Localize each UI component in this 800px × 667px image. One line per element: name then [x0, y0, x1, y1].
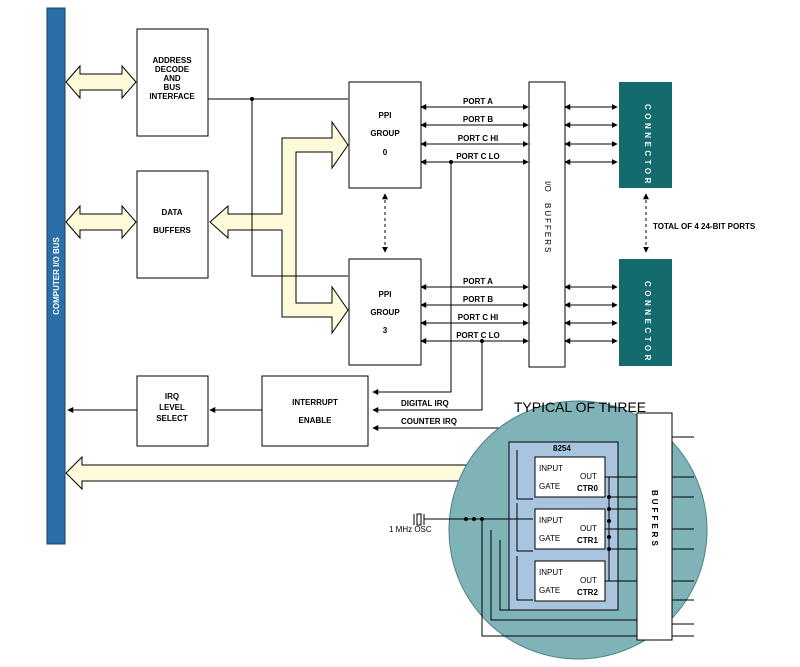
ctr0-name: CTR0 [577, 484, 598, 493]
connector-bottom-label: CONNECTOR [643, 281, 652, 364]
ppi3-line-3: 3 [383, 326, 388, 335]
io-buffers-block [528, 81, 566, 368]
irq-line-3: SELECT [156, 414, 188, 423]
junction-dot [480, 339, 484, 343]
counter-ctr2: INPUT GATE OUT CTR2 [516, 556, 606, 602]
io-buffers-label: I/O [543, 181, 552, 192]
counter-buffers-block [636, 412, 673, 641]
irq-line-2: LEVEL [159, 403, 185, 412]
connector-bottom [619, 259, 672, 366]
interrupt-line-2: ENABLE [299, 416, 333, 425]
data-buffers-block [136, 170, 209, 279]
counter-output-lines [605, 476, 637, 582]
buffer-output-lines [672, 436, 694, 637]
ctr1-out: OUT [580, 524, 597, 533]
address-decode-block [136, 28, 209, 137]
oscillator: 1 MHz OSC [389, 513, 637, 637]
port-b-top: PORT B [463, 115, 493, 124]
ctr1-gate: GATE [539, 534, 560, 543]
ctr2-gate: GATE [539, 586, 560, 595]
address-select-branch [251, 99, 348, 277]
port-clo-top: PORT C LO [456, 152, 500, 161]
total-ports-label: TOTAL OF 4 24-BIT PORTS [653, 222, 756, 231]
counter-ctr1: INPUT GATE OUT CTR1 [516, 503, 606, 552]
computer-io-bus [46, 7, 66, 545]
ctr0-out: OUT [580, 472, 597, 481]
port-a-bottom: PORT A [463, 277, 493, 286]
data-line-1: DATA [161, 208, 182, 217]
io-buffers-label-2: BUFFERS [543, 203, 552, 254]
digital-irq-line-top [372, 162, 452, 395]
address-line-1: ADDRESS [152, 56, 192, 65]
ctr0-input: INPUT [539, 464, 563, 473]
osc-label: 1 MHz OSC [389, 525, 432, 534]
connector-lines [564, 104, 618, 344]
junction-dot [449, 160, 453, 164]
irq-line-1: IRQ [165, 392, 179, 401]
ctr2-out: OUT [580, 576, 597, 585]
counter-buffers-label: BUFFERS [650, 490, 659, 549]
ctr0-gate: GATE [539, 482, 560, 491]
ctr2-input: INPUT [539, 568, 563, 577]
bus-label: COMPUTER I/O BUS [52, 236, 61, 314]
interrupt-line-1: INTERRUPT [292, 398, 338, 407]
digital-irq-label: DIGITAL IRQ [401, 399, 449, 408]
typical-of-three-label: TYPICAL OF THREE [514, 399, 646, 415]
data-line-2: BUFFERS [153, 226, 191, 235]
connector-top-label: CONNECTOR [643, 104, 652, 187]
address-line-2: DECODE [155, 65, 190, 74]
ppi-group-3-block [348, 258, 422, 366]
ports-top: PORT A PORT B PORT C HI PORT C LO [420, 97, 529, 165]
chip-label: 8254 [553, 444, 571, 453]
counter-irq-label: COUNTER IRQ [401, 417, 457, 426]
port-b-bottom: PORT B [463, 295, 493, 304]
ctr2-name: CTR2 [577, 588, 598, 597]
interrupt-enable-block [261, 375, 369, 447]
data-bus-arrow [65, 204, 137, 240]
port-chi-bottom: PORT C HI [458, 313, 498, 322]
ctr1-name: CTR1 [577, 536, 598, 545]
address-line-3: AND [163, 74, 181, 83]
ppi0-line-2: GROUP [370, 129, 400, 138]
ppi0-line-1: PPI [379, 111, 392, 120]
address-line-5: INTERFACE [149, 92, 195, 101]
counter-bus-arrow [65, 455, 509, 491]
port-chi-top: PORT C HI [458, 134, 498, 143]
ports-bottom: PORT A PORT B PORT C HI PORT C LO [420, 277, 529, 344]
ppi3-line-1: PPI [379, 290, 392, 299]
irq-level-select-block [136, 375, 209, 447]
address-line-4: BUS [164, 83, 182, 92]
port-a-top: PORT A [463, 97, 493, 106]
ppi-group-0-block [348, 81, 422, 189]
address-bus-arrow [65, 64, 137, 100]
ppi0-line-3: 0 [383, 148, 388, 157]
digital-irq-line-bottom [372, 341, 483, 413]
port-clo-bottom: PORT C LO [456, 331, 500, 340]
ctr1-input: INPUT [539, 516, 563, 525]
ppi3-line-2: GROUP [370, 308, 400, 317]
counter-ctr0: INPUT GATE OUT CTR0 [516, 450, 606, 500]
connector-top [619, 82, 672, 188]
data-to-ppi-arrow [209, 120, 349, 335]
